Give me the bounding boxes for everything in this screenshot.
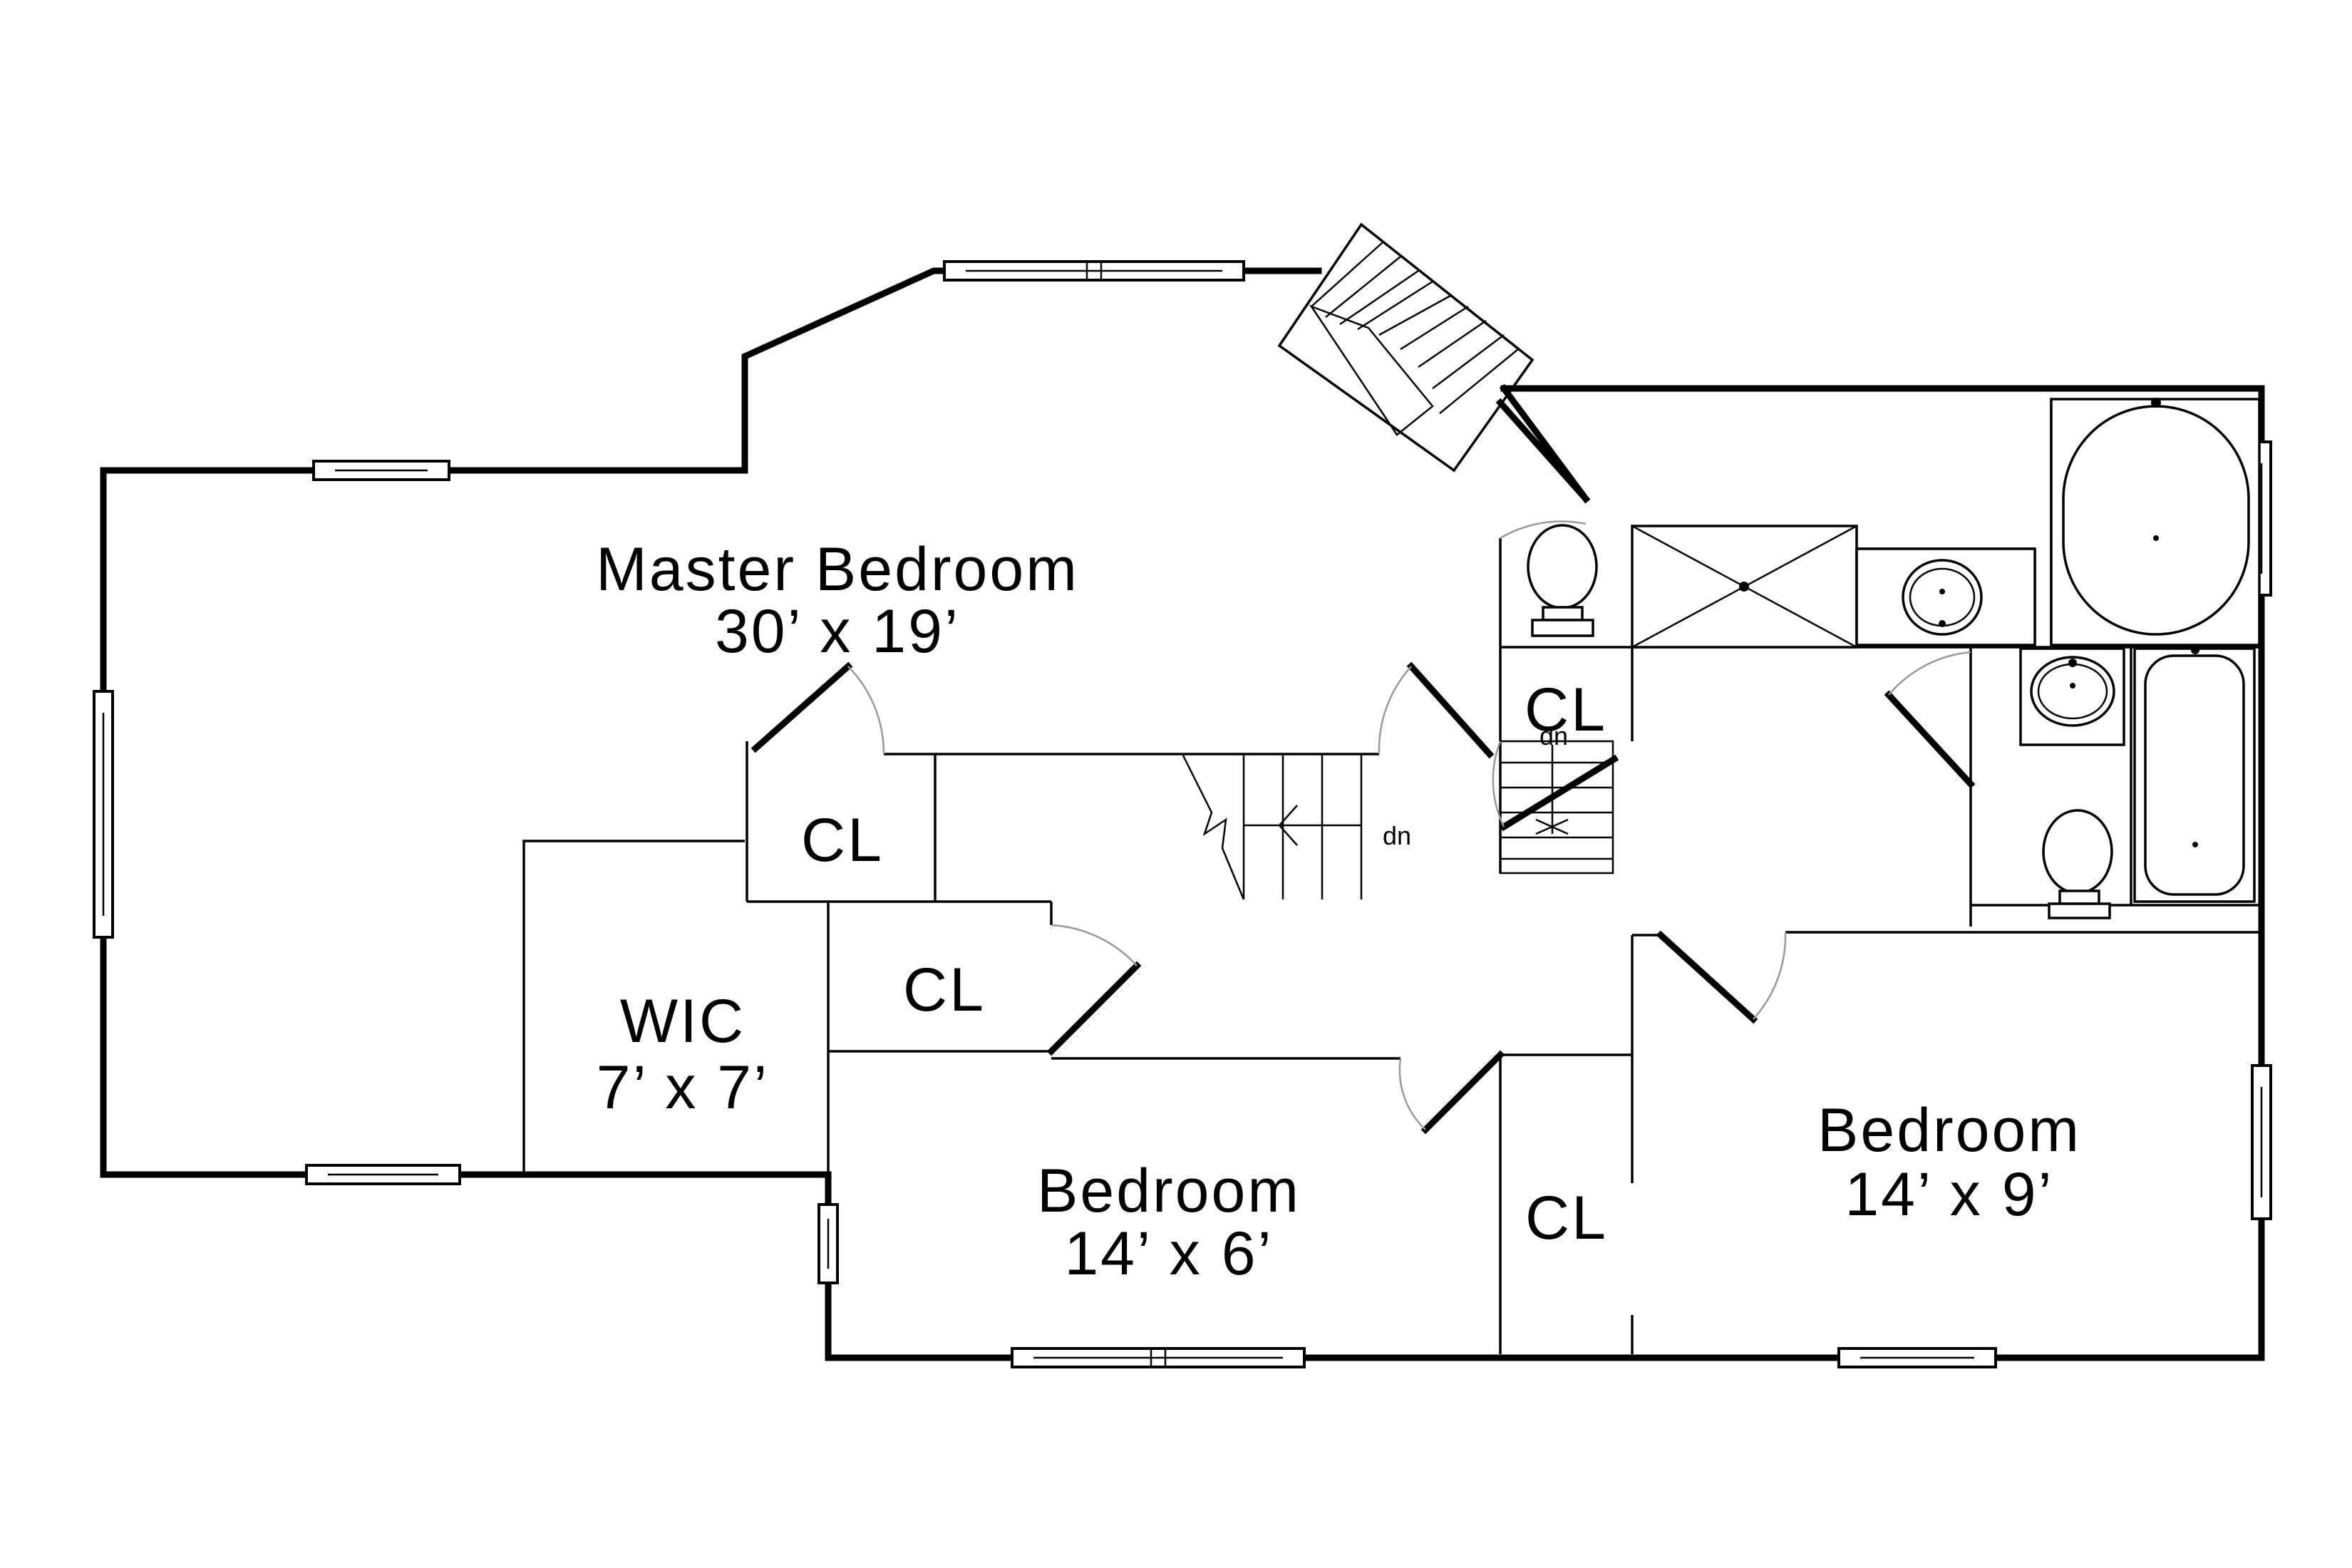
closet-bath-label: CL	[1525, 676, 1607, 744]
bath-fixtures	[1527, 398, 2261, 919]
master-west-wall	[100, 385, 2265, 1361]
back-stair-label: dn	[1539, 721, 1568, 751]
back-stair: dn	[1499, 721, 1614, 875]
exterior-stair-landing	[1309, 304, 1434, 436]
door-cl-hall[interactable]	[1046, 961, 1142, 1056]
interior-walls	[522, 399, 2261, 1354]
door-small-bed[interactable]	[1420, 1050, 1505, 1135]
window-master-west	[93, 690, 114, 939]
bedroom-right-name: Bedroom	[1817, 1096, 2081, 1165]
back-stair-box	[1499, 740, 1614, 875]
oval-tub	[2050, 398, 2261, 646]
wic-dims: 7’ x 7’	[597, 1053, 769, 1122]
exterior-stair	[1277, 222, 1535, 473]
bedroom-small-dims: 14’ x 6’	[1064, 1219, 1273, 1288]
window-right-bed-east	[2251, 1064, 2272, 1220]
window-right-bed-south	[1837, 1347, 1997, 1368]
door-cl-bath[interactable]	[1499, 754, 1619, 832]
closet-lower-right-label: CL	[1525, 1184, 1608, 1252]
door-right-bath[interactable]	[1884, 690, 1976, 789]
master-bedroom-name: Master Bedroom	[596, 535, 1079, 604]
main-stair-label: dn	[1383, 821, 1411, 850]
doors	[751, 398, 1976, 1135]
sink-upper	[1855, 547, 2036, 646]
windows	[93, 260, 2272, 1368]
door-cl-stair[interactable]	[751, 661, 853, 753]
bedroom-right-dims: 14’ x 9’	[1845, 1160, 2053, 1229]
bedroom-small-name: Bedroom	[1037, 1157, 1301, 1225]
door-stair-right[interactable]	[1406, 661, 1495, 759]
wic-name: WIC	[620, 987, 746, 1056]
toilet-right	[2042, 809, 2113, 919]
stair-arrow	[1278, 805, 1298, 846]
window-wic-side	[817, 1203, 839, 1284]
closet-hall-label: CL	[903, 956, 986, 1024]
back-stair-treads	[1500, 745, 1613, 860]
window-master-north-left	[312, 460, 450, 481]
window-master-north-right	[943, 260, 1245, 282]
master-north-wall	[100, 267, 1322, 474]
exterior-stair-outline	[1277, 222, 1535, 473]
toilet-upper	[1527, 524, 1598, 637]
window-small-bed-south	[1011, 1347, 1306, 1368]
window-master-south	[305, 1164, 461, 1185]
door-right-bed[interactable]	[1656, 930, 1758, 1024]
closet-stair-label: CL	[801, 806, 884, 875]
exterior-stair-treads	[1311, 242, 1519, 414]
master-bedroom-dims: 30’ x 19’	[715, 597, 960, 666]
wic-wall	[522, 840, 745, 1172]
shower	[1631, 525, 1858, 649]
main-stair: dn	[1182, 754, 1411, 900]
door-upper-bath[interactable]	[1495, 398, 1591, 504]
room-labels: Master Bedroom 30’ x 19’ WIC 7’ x 7’ Bed…	[596, 535, 2081, 1288]
main-stair-treads	[1242, 754, 1363, 899]
sink-right	[2019, 647, 2125, 746]
stair-break-line	[1182, 755, 1245, 900]
bathtub	[2133, 646, 2256, 903]
